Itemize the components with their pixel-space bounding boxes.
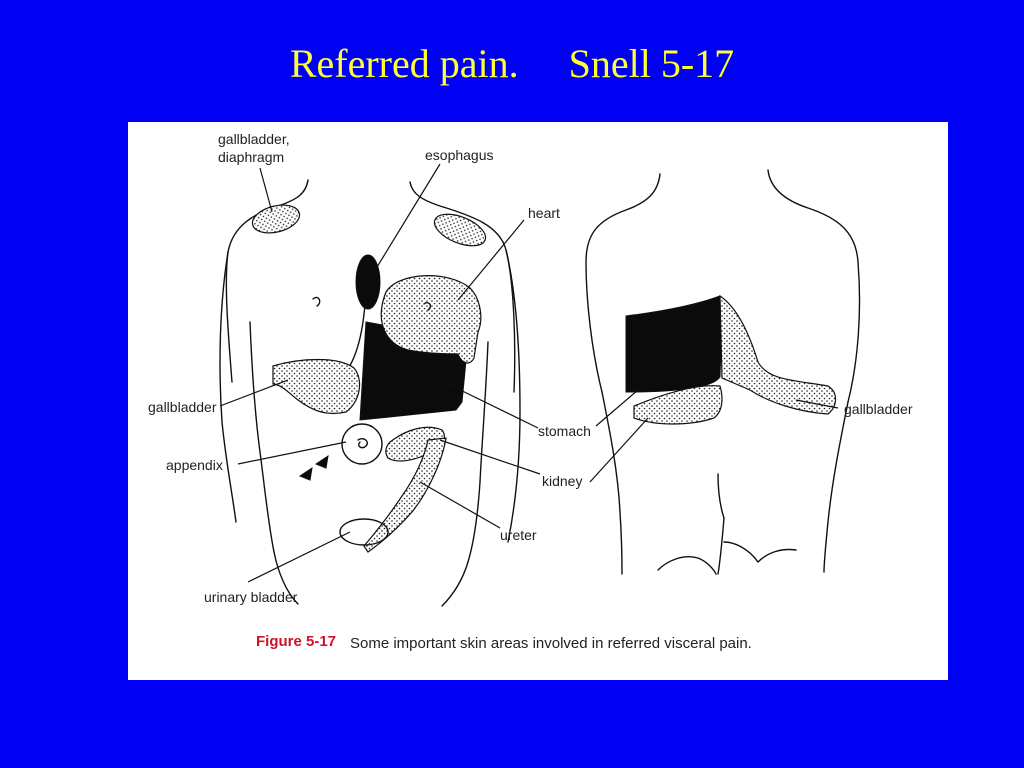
pain-areas [251, 204, 837, 553]
label-urinary-bladder: urinary bladder [204, 589, 298, 605]
label-kidney: kidney [542, 473, 582, 489]
back-kidney-pain-area [633, 385, 723, 425]
esophagus-pain-area [355, 254, 381, 310]
referred-pain-diagram: gallbladder, diaphragm esophagus heart g… [148, 131, 913, 652]
appendix-arrow-2 [298, 466, 313, 481]
heart-pain-area [380, 275, 482, 364]
ureter-pain-area [363, 437, 447, 553]
back-body-outline [585, 169, 861, 575]
leader-lines [219, 163, 839, 583]
label-gallbladder-back: gallbladder [844, 401, 913, 417]
figure-number: Figure 5-17 [256, 633, 336, 650]
label-ureter: ureter [500, 527, 537, 543]
label-gallbladder-front: gallbladder [148, 399, 217, 415]
appendix-pain-area [341, 423, 383, 465]
back-stomach-pain-area [625, 295, 723, 393]
label-appendix: appendix [166, 457, 223, 473]
gallbladder-front-pain-area [272, 358, 361, 415]
label-stomach: stomach [538, 423, 591, 439]
figure-caption-text: Some important skin areas involved in re… [350, 635, 752, 652]
label-gallbladder-diaphragm-line1: gallbladder, [218, 131, 290, 147]
label-heart: heart [528, 205, 560, 221]
diagram-labels: gallbladder, diaphragm esophagus heart g… [148, 131, 913, 605]
front-body-outline [219, 179, 521, 607]
shoulder-pain-area [251, 204, 301, 234]
label-esophagus: esophagus [425, 147, 494, 163]
figure-panel: gallbladder, diaphragm esophagus heart g… [128, 122, 948, 680]
label-gallbladder-diaphragm-line2: diaphragm [218, 149, 284, 165]
urinary-bladder-pain-area [339, 518, 389, 546]
figure-caption: Figure 5-17 Some important skin areas in… [256, 633, 752, 652]
appendix-arrow-1 [314, 454, 329, 469]
left-shoulder-pain-area [433, 213, 487, 247]
back-gallbladder-pain-area [719, 294, 837, 415]
slide-title: Referred pain. Snell 5-17 [289, 41, 735, 86]
